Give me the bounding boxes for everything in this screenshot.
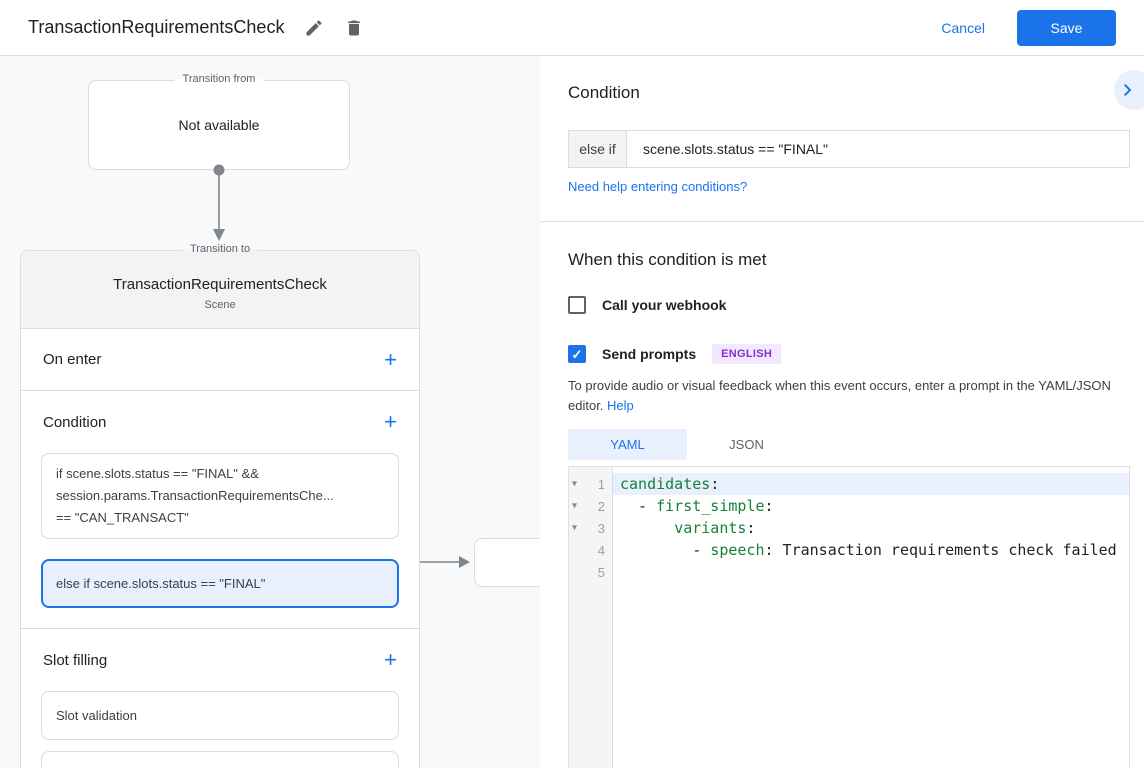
code-line: - first_simple: [620, 497, 774, 515]
on-enter-section[interactable]: On enter + [21, 329, 419, 391]
condition-line: if scene.slots.status == "FINAL" && [56, 466, 259, 481]
on-enter-title: On enter [43, 351, 102, 368]
collapse-panel-button[interactable] [1114, 70, 1144, 110]
save-button[interactable]: Save [1017, 9, 1116, 46]
editor-code-area[interactable]: candidates: - first_simple: variants: - … [613, 467, 1129, 768]
transition-target-box[interactable] [474, 538, 540, 587]
webhook-checkbox[interactable] [568, 296, 586, 314]
cancel-button[interactable]: Cancel [941, 19, 985, 36]
code-line: candidates: [613, 473, 1129, 495]
scene-type: Scene [204, 299, 236, 311]
condition-section: Condition + if scene.slots.status == "FI… [21, 391, 419, 629]
tab-yaml[interactable]: YAML [568, 429, 687, 460]
condition-prefix: else if [569, 131, 627, 167]
slot-filling-title: Slot filling [43, 651, 108, 669]
transition-from-box: Transition from Not available [88, 73, 350, 170]
line-number: 1 [597, 476, 605, 492]
prompt-description-text: To provide audio or visual feedback when… [568, 378, 1111, 413]
scene-diagram-canvas: Transition from Not available Transition… [0, 56, 540, 768]
editor-format-tabs: YAML JSON [568, 429, 806, 460]
language-badge: ENGLISH [712, 344, 782, 364]
add-slot-icon[interactable]: + [384, 647, 397, 672]
fold-arrow-icon[interactable]: ▾ [572, 478, 578, 490]
transition-from-content: Not available [178, 117, 260, 133]
condition-item-selected[interactable]: else if scene.slots.status == "FINAL" [41, 559, 399, 608]
slot-filling-section: Slot filling + Slot validation Transacti… [21, 629, 419, 768]
condition-item[interactable]: if scene.slots.status == "FINAL" && sess… [41, 453, 399, 539]
fold-arrow-icon[interactable]: ▾ [572, 500, 578, 512]
slot-item[interactable]: TransactionRequirementsCheck [41, 751, 399, 768]
chevron-right-icon [1124, 84, 1132, 96]
tab-json[interactable]: JSON [729, 437, 764, 452]
send-prompts-checkbox[interactable]: ✓ [568, 345, 586, 363]
fold-arrow-icon[interactable]: ▾ [572, 522, 578, 534]
transition-to-label: Transition to [181, 243, 259, 255]
page-title: TransactionRequirementsCheck [28, 17, 285, 37]
add-condition-icon[interactable]: + [384, 409, 397, 434]
edit-icon[interactable] [304, 18, 324, 38]
editor-gutter: ▾ 1 ▾ 2 ▾ 3 4 5 [569, 467, 613, 768]
transition-from-label: Transition from [174, 73, 264, 85]
add-on-enter-icon[interactable]: + [384, 346, 397, 372]
line-number: 5 [597, 564, 605, 580]
slot-item[interactable]: Slot validation [41, 691, 399, 740]
checkmark-icon: ✓ [571, 346, 583, 362]
webhook-label: Call your webhook [602, 297, 727, 313]
condition-line: session.params.TransactionRequirementsCh… [56, 488, 334, 503]
top-bar: TransactionRequirementsCheck Cancel Save [0, 0, 1144, 56]
panel-title: Condition [568, 83, 640, 102]
condition-line: == "CAN_TRANSACT" [56, 510, 189, 525]
when-condition-met-title: When this condition is met [568, 250, 767, 269]
condition-expression-input[interactable]: scene.slots.status == "FINAL" [643, 141, 829, 157]
code-line [613, 561, 1129, 583]
scene-card-header[interactable]: TransactionRequirementsCheck Scene [21, 251, 419, 329]
condition-input-row: else if scene.slots.status == "FINAL" [568, 130, 1130, 168]
delete-icon[interactable] [344, 18, 364, 38]
line-number: 2 [597, 498, 605, 514]
condition-section-title: Condition [43, 413, 107, 431]
line-number: 3 [597, 520, 605, 536]
scene-name: TransactionRequirementsCheck [113, 276, 327, 293]
line-number: 4 [597, 542, 605, 558]
help-link[interactable]: Help [607, 398, 634, 413]
transition-to-card: Transition to TransactionRequirementsChe… [20, 243, 420, 768]
prompt-description: To provide audio or visual feedback when… [568, 376, 1134, 416]
section-divider [540, 221, 1144, 222]
send-prompts-label: Send prompts [602, 346, 697, 362]
conditions-help-link[interactable]: Need help entering conditions? [568, 179, 748, 194]
code-line: variants: [674, 519, 756, 537]
code-line: - speech: Transaction requirements check… [620, 541, 1117, 559]
condition-detail-panel: Condition else if scene.slots.status == … [540, 56, 1144, 768]
yaml-code-editor[interactable]: ▾ 1 ▾ 2 ▾ 3 4 5 candidates: - first_simple:… [568, 466, 1130, 768]
